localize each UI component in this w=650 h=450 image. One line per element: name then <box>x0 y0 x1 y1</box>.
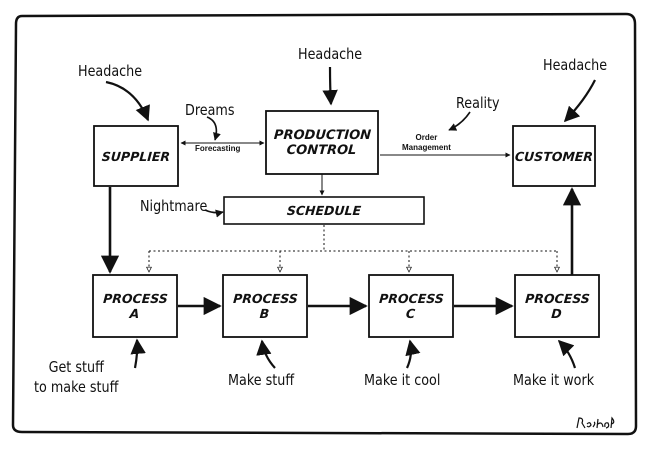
material-flow <box>100 187 582 316</box>
annotation-arrows-thin <box>204 111 471 218</box>
process-d-box <box>514 274 600 338</box>
supplier-box <box>93 125 179 187</box>
make-it-work-text: Make it work <box>513 371 595 389</box>
process-b-box <box>222 274 308 338</box>
customer-label: CUSTOMER <box>514 148 594 164</box>
process-c-label: PROCESS C <box>378 291 445 321</box>
forecasting-label: Forecasting <box>195 144 241 153</box>
make-it-cool-text: Make it cool <box>364 371 441 389</box>
process-a-label: PROCESS A <box>102 291 169 321</box>
outer-frame <box>11 12 638 436</box>
headache-customer-text: Headache <box>543 56 608 74</box>
schedule-box <box>223 196 425 225</box>
schedule-label: SCHEDULE <box>286 203 362 218</box>
headache-supplier-text: Headache <box>78 62 143 80</box>
production-control-label: PRODUCTION CONTROL <box>273 127 372 158</box>
process-b-label: PROCESS B <box>232 291 299 321</box>
production-control-box <box>265 110 379 175</box>
get-stuff-text: Get stuff to make stuff <box>34 358 119 396</box>
signature-logo <box>576 416 615 429</box>
process-a-box <box>92 274 178 338</box>
process-d-label: PROCESS D <box>524 291 591 321</box>
supplier-label: SUPPLIER <box>101 148 171 164</box>
schedule-distribution <box>149 225 557 272</box>
nightmare-text: Nightmare <box>140 197 208 215</box>
make-stuff-text: Make stuff <box>228 371 295 389</box>
customer-box <box>512 125 596 187</box>
annotation-arrows <box>105 66 596 369</box>
order-management-label: Order Management <box>402 133 451 152</box>
headache-control-text: Headache <box>298 45 363 63</box>
dreams-text: Dreams <box>185 101 235 119</box>
reality-text: Reality <box>456 94 500 112</box>
process-c-box <box>368 274 454 338</box>
